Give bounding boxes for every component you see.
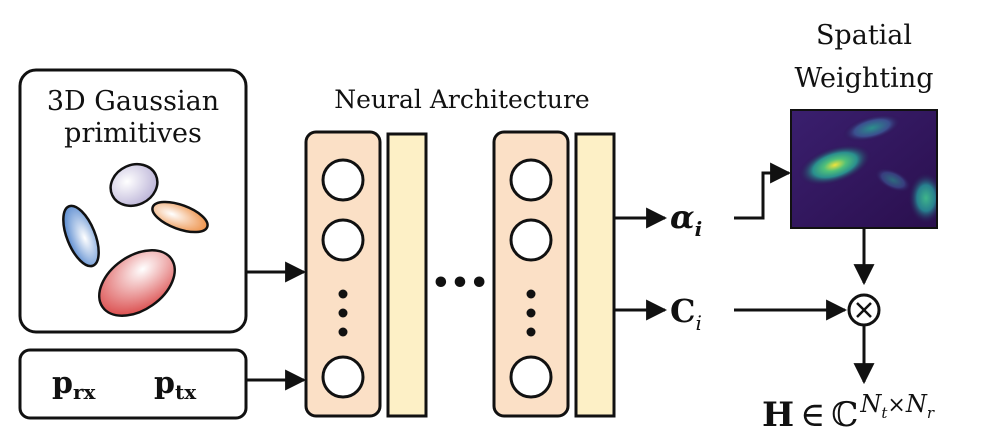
neuron (321, 218, 365, 262)
neuron (321, 355, 365, 399)
gaussian-primitives-box: 3D Gaussian primitives (18, 68, 248, 334)
p-tx-label: ptx (154, 366, 197, 404)
p-rx-label: prx (52, 366, 97, 404)
neural-layer-2 (492, 130, 570, 418)
arrow-alpha-to-weighting (734, 162, 792, 220)
gaussian-ellipse-purple (109, 162, 159, 208)
gaussian-ellipse-red (98, 249, 176, 317)
neuron (509, 218, 553, 262)
multiply-operator (847, 293, 881, 327)
neuron (509, 158, 553, 202)
gaussian-title-line2: primitives (64, 118, 202, 149)
dense-layer-1 (386, 132, 428, 418)
result-label: H∈ℂNt×Nr (762, 390, 935, 435)
neuron (321, 158, 365, 202)
gaussian-ellipse-blue (62, 204, 100, 268)
neural-layer-1 (304, 130, 382, 418)
spatial-title-line1: Spatial (816, 20, 912, 51)
gaussian-title-line1: 3D Gaussian (47, 86, 219, 117)
spatial-weighting-heatmap (791, 110, 937, 228)
position-input-box: prx ptx (18, 348, 248, 420)
neuron (509, 355, 553, 399)
dense-layer-2 (574, 132, 616, 418)
c-output-label: Ci (670, 292, 702, 335)
spatial-title-line2: Weighting (795, 63, 934, 94)
network-title: Neural Architecture (334, 85, 589, 114)
alpha-output-label: αi (670, 198, 702, 241)
gaussian-ellipse-orange (151, 200, 209, 234)
layers-ellipsis: ••• (431, 266, 489, 301)
